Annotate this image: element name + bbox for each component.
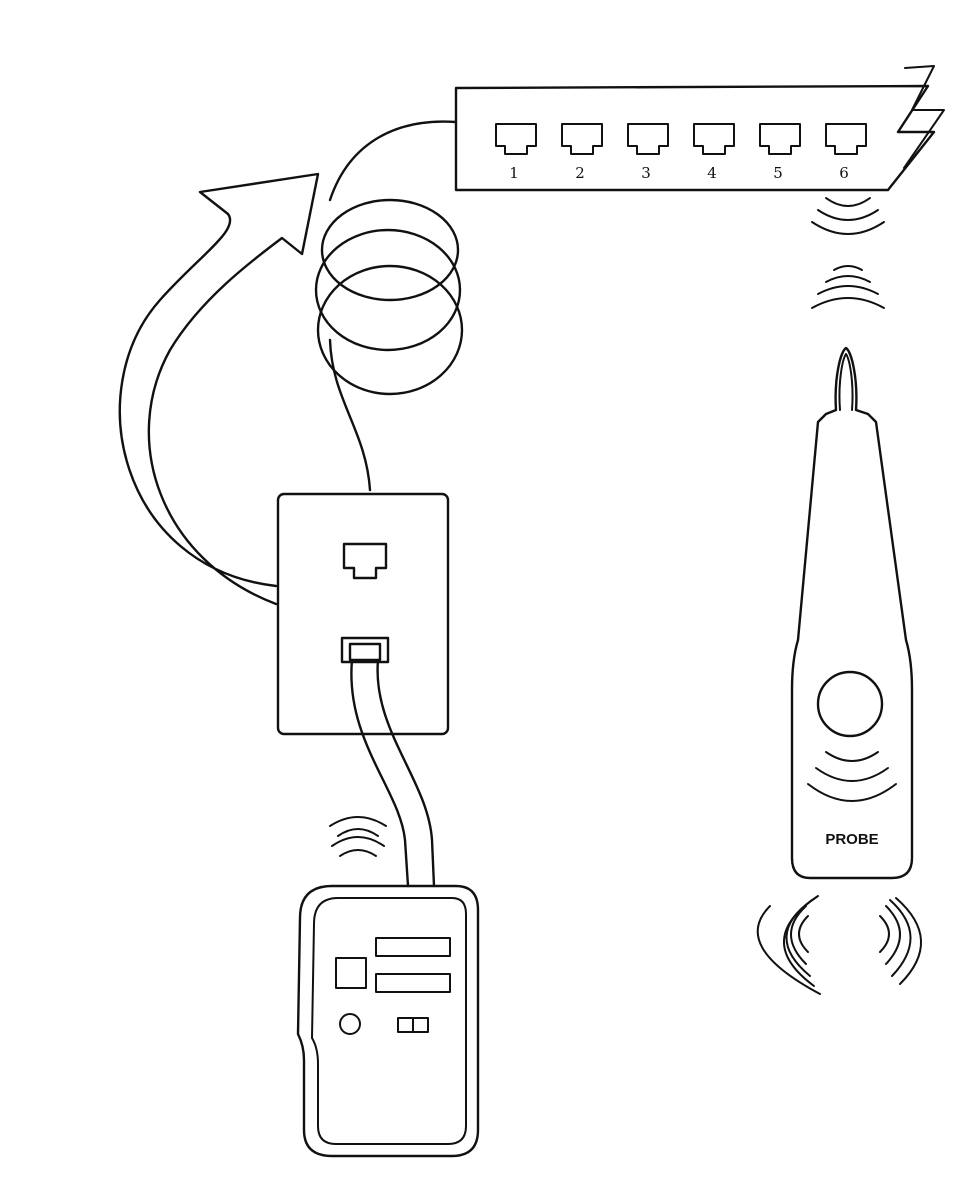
signal-wave	[339, 849, 377, 857]
probe-speaker-wave	[825, 751, 879, 762]
probe-button	[816, 670, 884, 738]
patch-panel-body	[454, 84, 936, 192]
probe-speaker-wave	[815, 767, 889, 782]
wall-plate-plug	[348, 642, 382, 662]
probe-label: PROBE	[825, 831, 878, 848]
patch-port-4	[693, 123, 735, 155]
wall-plate-lower-jack	[340, 636, 390, 664]
signal-wave	[329, 816, 387, 827]
patch-port-2	[561, 123, 603, 155]
tone-generator-display-bottom	[375, 973, 451, 993]
tone-generator-inner-body	[311, 897, 467, 1145]
probe-tip-inner	[838, 353, 854, 411]
cable-coil-loop	[316, 264, 464, 396]
patch-port-6	[825, 123, 867, 155]
patch-port-3	[627, 123, 669, 155]
patch-port-label: 1	[509, 164, 519, 182]
patch-port-label: 5	[773, 164, 783, 182]
wall-plate-body	[276, 492, 450, 736]
sound-wave-left	[790, 905, 807, 965]
tone-generator-display-top	[375, 937, 451, 957]
tone-generator-cable	[350, 658, 436, 888]
signal-wave	[811, 221, 885, 235]
patch-port-label: 3	[641, 164, 651, 182]
port-signal	[811, 197, 885, 309]
sound-wave-right	[889, 899, 912, 977]
sound-wave-right	[879, 915, 890, 953]
wall-plate-upper-jack	[342, 542, 388, 580]
sound-wave-left	[756, 905, 821, 995]
signal-wave	[825, 197, 871, 207]
probe-sound-waves	[756, 895, 922, 995]
tone-generator-signal	[329, 816, 387, 857]
tone-generator	[296, 884, 480, 1158]
tone-generator-square-button	[335, 957, 367, 989]
patch-port-5	[759, 123, 801, 155]
tone-generator-outer-body	[296, 884, 480, 1158]
sound-wave-left	[783, 895, 819, 987]
cable-top-segment	[328, 120, 458, 202]
patch-port-label: 4	[707, 164, 717, 182]
patch-panel-ports: 1 2 3 4 5 6	[495, 123, 867, 182]
panel-break-mark	[903, 65, 945, 169]
signal-wave	[817, 285, 879, 295]
signal-wave	[331, 836, 385, 847]
tone-generator-knob	[339, 1013, 361, 1035]
patch-port-label: 6	[839, 164, 849, 182]
wall-plate	[276, 492, 450, 736]
patch-port-1	[495, 123, 537, 155]
signal-wave	[833, 265, 863, 271]
patch-panel: 1 2 3 4 5 6	[454, 65, 945, 192]
cable-coil-loop	[320, 198, 460, 302]
sound-wave-left	[798, 915, 809, 953]
signal-wave	[811, 297, 885, 309]
coiled-cable	[314, 120, 464, 492]
signal-wave	[825, 275, 871, 283]
patch-port-label: 2	[575, 164, 585, 182]
signal-wave	[337, 828, 379, 837]
thick-cable-left-edge	[350, 658, 410, 888]
cable-bottom-segment	[328, 338, 372, 492]
cable-coil-loop	[314, 228, 462, 352]
sound-wave-right	[885, 905, 901, 965]
signal-wave	[817, 209, 879, 221]
probe: PROBE	[790, 346, 914, 880]
probe-body	[790, 346, 914, 880]
probe-speaker-wave	[807, 783, 897, 802]
curved-arrow	[118, 172, 320, 606]
thick-cable-right-edge	[376, 658, 436, 888]
sound-wave-right	[895, 897, 922, 985]
